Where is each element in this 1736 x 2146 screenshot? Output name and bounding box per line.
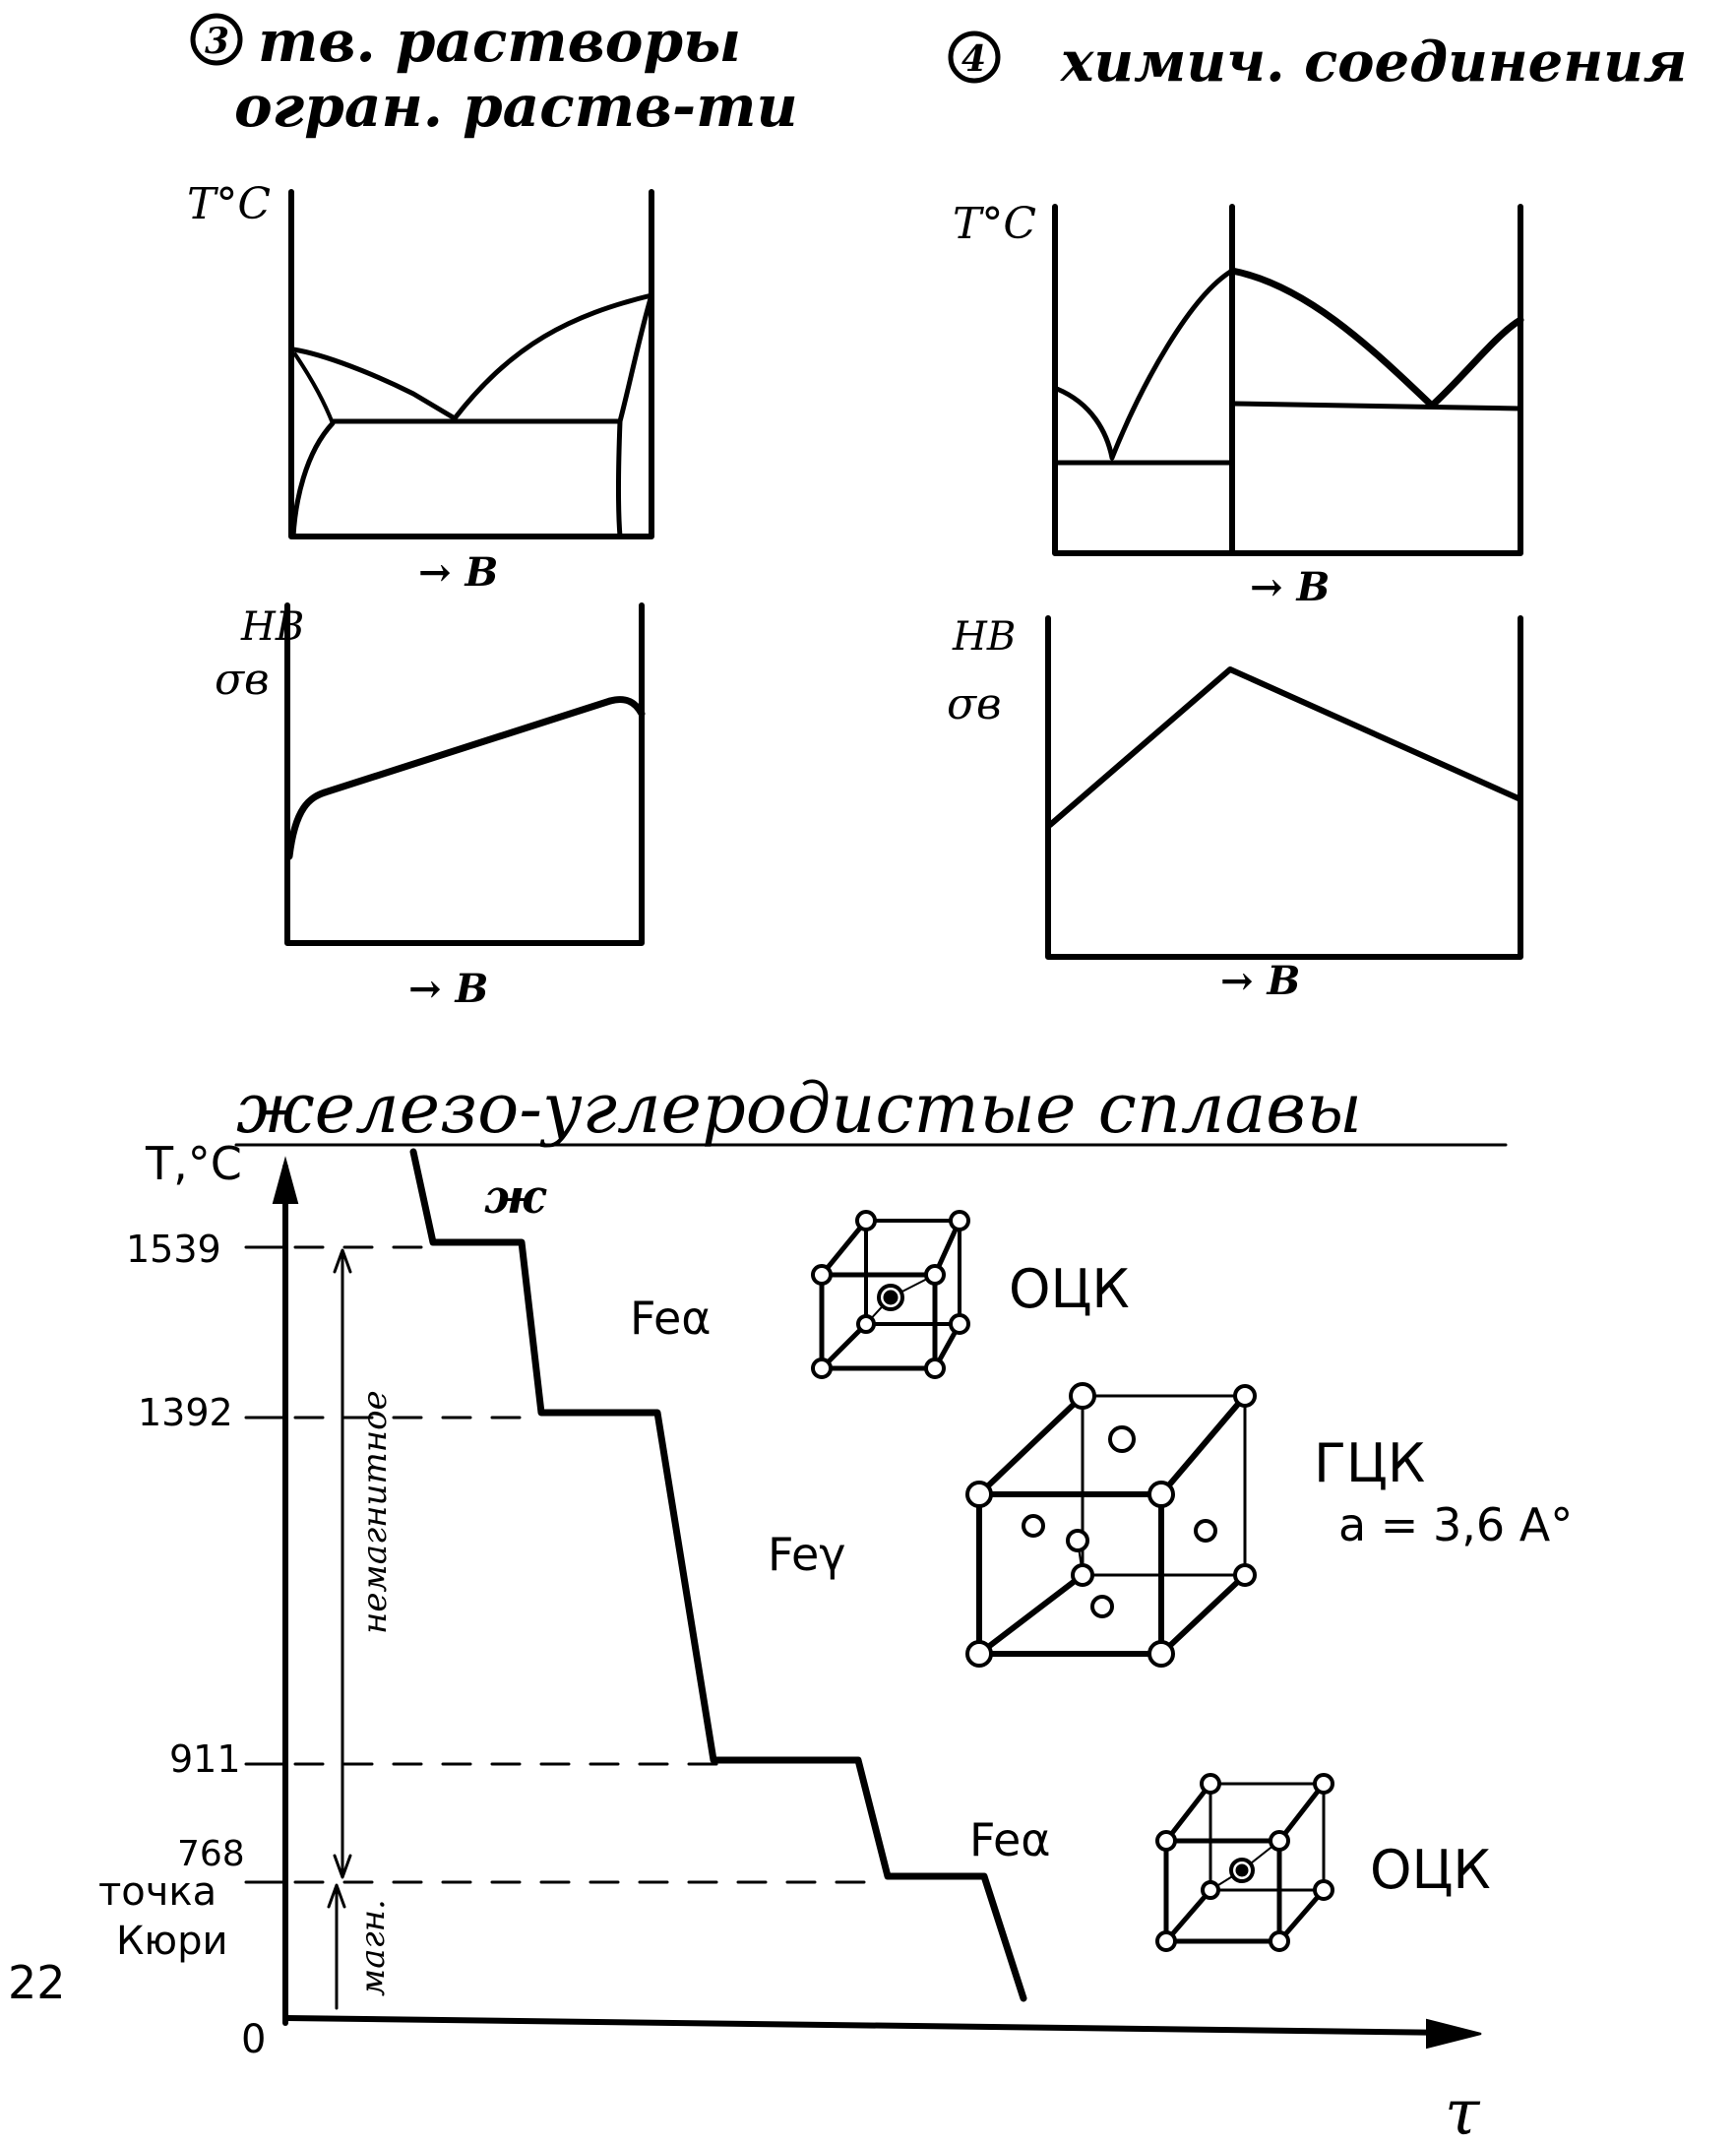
diagram-frame (1052, 204, 1523, 556)
liquid-phase-label: ж (484, 1169, 547, 1225)
diagram-frame (288, 189, 654, 539)
lattice-label-fcc: ГЦК (1314, 1432, 1425, 1494)
nonmagnetic-label: немагнитное (355, 1390, 395, 1634)
curie-label-line1: точка (98, 1869, 217, 1915)
section-number: 3 (205, 21, 229, 62)
temperature-ticks: 1539 1392 911 768 (126, 1228, 888, 1884)
section-3-solid-solutions: 3 тв. растворы огран. раств-ти T°C → B H… (187, 8, 798, 1012)
lattice-label-bcc-2: ОЦК (1370, 1839, 1491, 1901)
phase-label-alpha: Feα (969, 1813, 1051, 1866)
magnetic-range-arrows (327, 1248, 352, 2010)
eutectic-right (1231, 401, 1523, 411)
property-frame (1045, 615, 1523, 960)
property-diagram-limited-solubility (284, 602, 646, 946)
lattice-label-bcc-1: ОЦК (1009, 1258, 1130, 1320)
origin-label: 0 (241, 2017, 266, 2062)
property-curve-middle (321, 697, 614, 796)
solvus-right (616, 418, 623, 539)
section-title: химич. соединения (1060, 30, 1687, 95)
temperature-axis-arrowhead (272, 1156, 299, 1204)
page-number: 22 (8, 1956, 66, 2009)
nonmagnetic-arrowhead-bottom (333, 1854, 352, 1879)
phase-diagram-chemical-compound (1052, 204, 1524, 556)
temperature-axis-label: T°C (187, 179, 271, 229)
magnetic-arrowhead-top (327, 1883, 346, 1909)
tick-label-1392: 1392 (138, 1391, 233, 1434)
liquidus-right (452, 292, 654, 421)
bcc-lattice-icon-2 (1155, 1773, 1334, 1952)
lattice-parameter: a = 3,6 A° (1338, 1498, 1573, 1551)
liquidus-left (290, 347, 458, 421)
curie-label-line2: Кюри (116, 1919, 227, 1964)
tick-label-768: 768 (177, 1834, 245, 1874)
time-axis (282, 2015, 1459, 2036)
iron-cooling-section: железо-углеродистые сплавы T,°C 0 τ 22 1… (8, 1068, 1573, 2146)
magnetic-label: магн. (353, 1899, 393, 1996)
property-curve-right (606, 696, 646, 718)
property-peak-curve (1047, 666, 1523, 828)
phase-label-delta: Feα (630, 1292, 712, 1345)
section-number-circle (948, 31, 1001, 84)
nonmagnetic-arrowhead-top (333, 1248, 352, 1274)
liquidus-right-1 (1228, 267, 1436, 410)
phase-label-gamma: Feγ (768, 1528, 845, 1581)
temperature-axis-label: T°C (953, 199, 1036, 249)
fcc-lattice-icon (965, 1382, 1257, 1668)
composition-axis-label: → B (1250, 564, 1330, 610)
solidus-right (617, 292, 654, 424)
phase-diagram-limited-solubility (288, 189, 654, 539)
time-axis-label: τ (1445, 2077, 1481, 2146)
liquidus-right-2 (1428, 316, 1524, 410)
temperature-axis-label: T,°C (145, 1137, 242, 1190)
property-frame (284, 602, 645, 946)
section-title: железо-углеродистые сплавы (236, 1068, 1362, 1149)
section-title-line2: огран. раств-ти (234, 73, 798, 140)
property-diagram-chemical-compound (1045, 615, 1523, 960)
property-composition-axis-label: → B (1220, 958, 1300, 1004)
cooling-curve (409, 1148, 1027, 2002)
section-number-circle (190, 13, 243, 66)
hardness-axis-label: HB (952, 614, 1016, 660)
bcc-lattice-icon-1 (811, 1210, 970, 1379)
solidus-left (293, 352, 335, 425)
strength-axis-label: σв (947, 679, 1002, 729)
liquidus-left-1 (1054, 386, 1115, 461)
tick-label-911: 911 (169, 1737, 241, 1781)
liquidus-left-2 (1109, 268, 1235, 461)
property-curve-left (285, 789, 329, 860)
section-title-line1: тв. растворы (258, 8, 741, 75)
strength-axis-label: σв (215, 655, 270, 705)
property-composition-axis-label: → B (408, 966, 488, 1012)
section-number: 4 (961, 38, 986, 80)
section-4-chemical-compounds: 4 химич. соединения T°C → B HB σв → B (947, 30, 1687, 1004)
composition-axis-label: → B (418, 549, 498, 596)
hardness-axis-label: HB (240, 604, 304, 650)
tick-label-1539: 1539 (126, 1228, 221, 1271)
solvus-left (290, 420, 336, 539)
time-axis-arrowhead (1426, 2018, 1482, 2050)
